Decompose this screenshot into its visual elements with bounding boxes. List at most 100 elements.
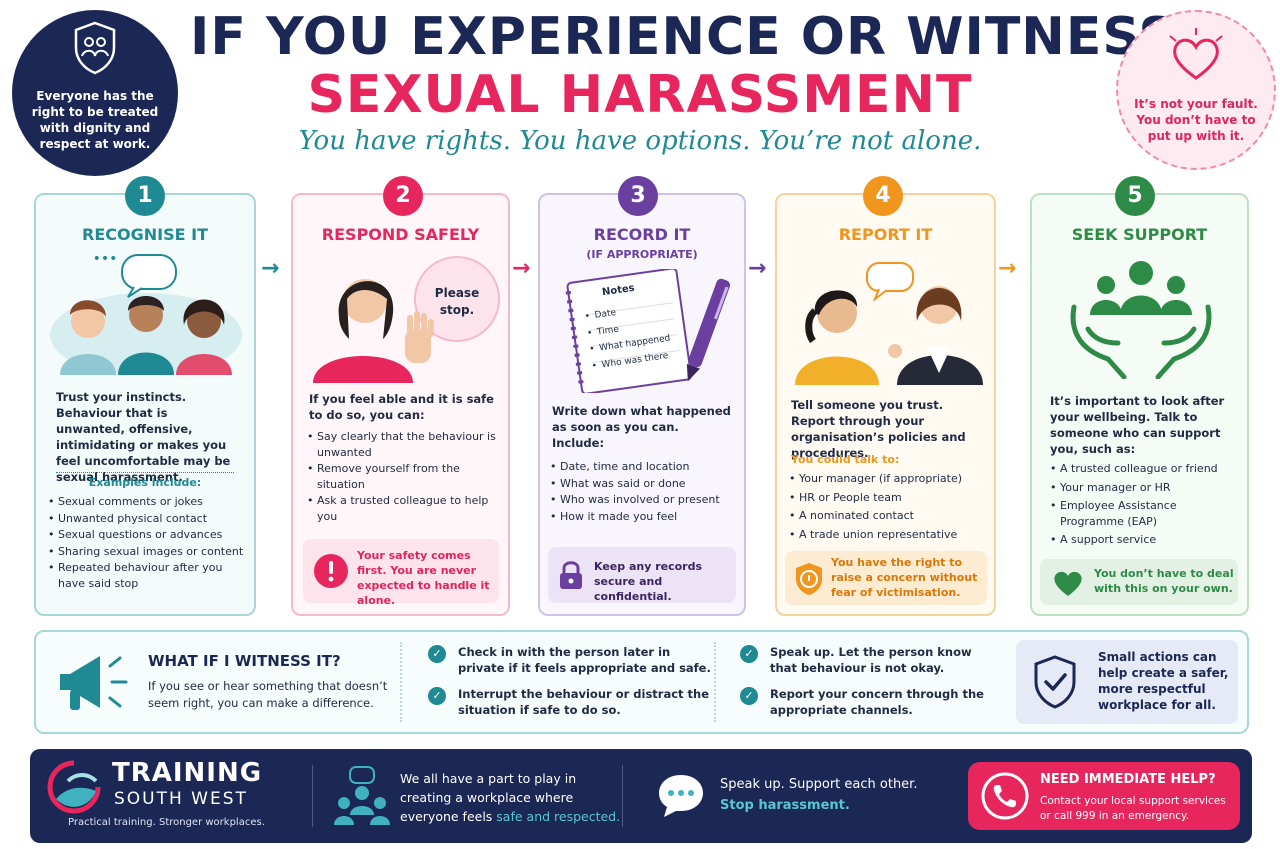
training-south-west-logo xyxy=(47,760,101,814)
step-card-recognise: RECOGNISE IT ••• Trust your instincts. B… xyxy=(34,193,256,616)
stop-gesture-illustration xyxy=(313,256,500,383)
team-chat-icon xyxy=(334,766,390,825)
workplace-message: We all have a part to play in creating a… xyxy=(400,771,621,824)
step-number-2: 2 xyxy=(383,176,423,216)
list-item: Repeated behaviour after you have said s… xyxy=(48,560,244,591)
not-alone-note: You don’t have to deal with this on your… xyxy=(1040,559,1238,605)
speak-up-line: Speak up. Support each other. xyxy=(720,777,918,792)
title-line1: IF YOU EXPERIENCE OR WITNESS xyxy=(190,7,1177,67)
lock-icon xyxy=(560,561,582,589)
list-item: Your manager (if appropriate) xyxy=(789,471,985,487)
list-item: A support service xyxy=(1050,532,1240,548)
speech-please-stop: Please stop. xyxy=(434,286,480,317)
help-text: Contact your local support services or c… xyxy=(1040,795,1226,822)
witness-title: WHAT IF I WITNESS IT? xyxy=(148,652,341,670)
immediate-help-box: NEED IMMEDIATE HELP? Contact your local … xyxy=(968,762,1240,830)
people-illustration xyxy=(50,254,242,375)
step-card-report: REPORT IT Tell someone you trust. Report… xyxy=(775,193,996,616)
list-item: Date, time and location xyxy=(550,459,740,475)
step-number-5: 5 xyxy=(1115,176,1155,216)
talk-to-label: You could talk to: xyxy=(791,453,900,466)
record-list: Date, time and location What was said or… xyxy=(550,459,740,525)
not-your-fault-badge: It’s not your fault. You don’t have to p… xyxy=(1116,10,1276,170)
shield-check-icon xyxy=(1034,655,1076,709)
check-icon: ✓ xyxy=(740,687,758,705)
supporting-hands-icon xyxy=(1070,261,1212,379)
speech-bubble-icon xyxy=(659,775,703,817)
subtitle: You have rights. You have options. You’r… xyxy=(298,126,982,156)
examples-label: Examples include: xyxy=(88,476,202,489)
step-card-respond: RESPOND SAFELY Please stop. If you feel … xyxy=(291,193,510,616)
megaphone-icon xyxy=(60,656,128,710)
step-title: SEEK SUPPORT xyxy=(1071,225,1208,244)
not-your-fault-text: It’s not your fault. You don’t have to p… xyxy=(1134,97,1258,143)
list-item: HR or People team xyxy=(789,490,985,506)
list-item: Say clearly that the behaviour is unwant… xyxy=(307,429,497,460)
support-list: A trusted colleague or friend Your manag… xyxy=(1050,461,1240,549)
phone-icon xyxy=(981,772,1029,820)
step-body: It’s important to look after your wellbe… xyxy=(1050,394,1225,456)
step-body: Tell someone you trust. Report through y… xyxy=(791,398,966,460)
list-item: Ask a trusted colleague to help you xyxy=(307,493,497,524)
list-item: What was said or done xyxy=(550,476,740,492)
victimisation-note-text: You have the right to raise a concern wi… xyxy=(831,556,978,599)
small-actions-text: Small actions can help create a safer, m… xyxy=(1098,650,1229,712)
small-actions-callout: Small actions can help create a safer, m… xyxy=(1016,640,1238,724)
step-title: RESPOND SAFELY xyxy=(321,225,480,244)
victimisation-note: You have the right to raise a concern wi… xyxy=(785,551,987,605)
respond-list: Say clearly that the behaviour is unwant… xyxy=(307,429,497,525)
list-item: A trade union representative xyxy=(789,527,985,543)
check-icon: ✓ xyxy=(428,645,446,663)
step-number-3: 3 xyxy=(618,176,658,216)
list-item: Your manager or HR xyxy=(1050,480,1240,496)
arrow-right-icon: → xyxy=(261,256,280,281)
check-icon: ✓ xyxy=(428,687,446,705)
step-title: REPORT IT xyxy=(838,225,933,244)
notepad-list: Date Time What happened Who was there xyxy=(584,296,692,375)
list-item: Who was involved or present xyxy=(550,492,740,508)
step-card-record: RECORD IT (IF APPROPRIATE) Notes Date Ti… xyxy=(538,193,746,616)
arrow-right-icon: → xyxy=(512,256,531,281)
shield-people-icon xyxy=(74,21,116,75)
step-body: Trust your instincts. Behaviour that is … xyxy=(56,390,231,484)
witness-text: If you see or hear something that doesn’… xyxy=(148,679,388,710)
examples-list: Sexual comments or jokes Unwanted physic… xyxy=(48,494,244,592)
step-number-4: 4 xyxy=(863,176,903,216)
brand-name-line2: SOUTH WEST xyxy=(114,789,248,809)
list-item: A nominated contact xyxy=(789,508,985,524)
step-body: If you feel able and it is safe to do so… xyxy=(309,392,494,422)
brand-name-line1: TRAINING xyxy=(112,758,263,788)
report-list: Your manager (if appropriate) HR or Peop… xyxy=(789,471,985,543)
heart-filled-icon xyxy=(1054,571,1082,596)
brand-tagline: Practical training. Stronger workplaces. xyxy=(68,817,265,828)
list-item: How it made you feel xyxy=(550,509,740,525)
records-note: Keep any records secure and confidential… xyxy=(548,547,736,603)
speech-dots: ••• xyxy=(92,251,118,267)
arrow-right-icon: → xyxy=(998,256,1017,281)
step-subtitle: (IF APPROPRIATE) xyxy=(586,248,698,261)
list-item: Unwanted physical contact xyxy=(48,511,244,527)
records-note-text: Keep any records secure and confidential… xyxy=(594,560,703,603)
stop-harassment-line: Stop harassment. xyxy=(720,798,850,813)
list-item: A trusted colleague or friend xyxy=(1050,461,1240,477)
step-card-support: SEEK SUPPORT It’s important to look afte… xyxy=(1030,193,1249,616)
title-line2: SEXUAL HARASSMENT xyxy=(307,65,973,125)
step-title: RECOGNISE IT xyxy=(82,225,208,244)
help-title: NEED IMMEDIATE HELP? xyxy=(1040,772,1216,787)
list-item: Remove yourself from the situation xyxy=(307,461,497,492)
check-icon: ✓ xyxy=(740,645,758,663)
safety-note-text: Your safety comes first. You are never e… xyxy=(357,549,490,607)
arrow-right-icon: → xyxy=(748,256,767,281)
heart-icon xyxy=(1169,28,1223,80)
alert-icon xyxy=(314,554,348,588)
conversation-illustration xyxy=(795,262,983,385)
list-item: Sharing sexual images or content xyxy=(48,544,244,560)
step-title: RECORD IT xyxy=(593,225,691,244)
list-item: Sexual comments or jokes xyxy=(48,494,244,510)
dignity-badge: Everyone has the right to be treated wit… xyxy=(12,10,178,176)
step-number-1: 1 xyxy=(125,176,165,216)
list-item: Employee Assistance Programme (EAP) xyxy=(1050,498,1240,529)
step-body: Write down what happened as soon as you … xyxy=(552,404,731,450)
dignity-badge-text: Everyone has the right to be treated wit… xyxy=(31,89,159,151)
shield-lock-icon xyxy=(796,563,822,595)
